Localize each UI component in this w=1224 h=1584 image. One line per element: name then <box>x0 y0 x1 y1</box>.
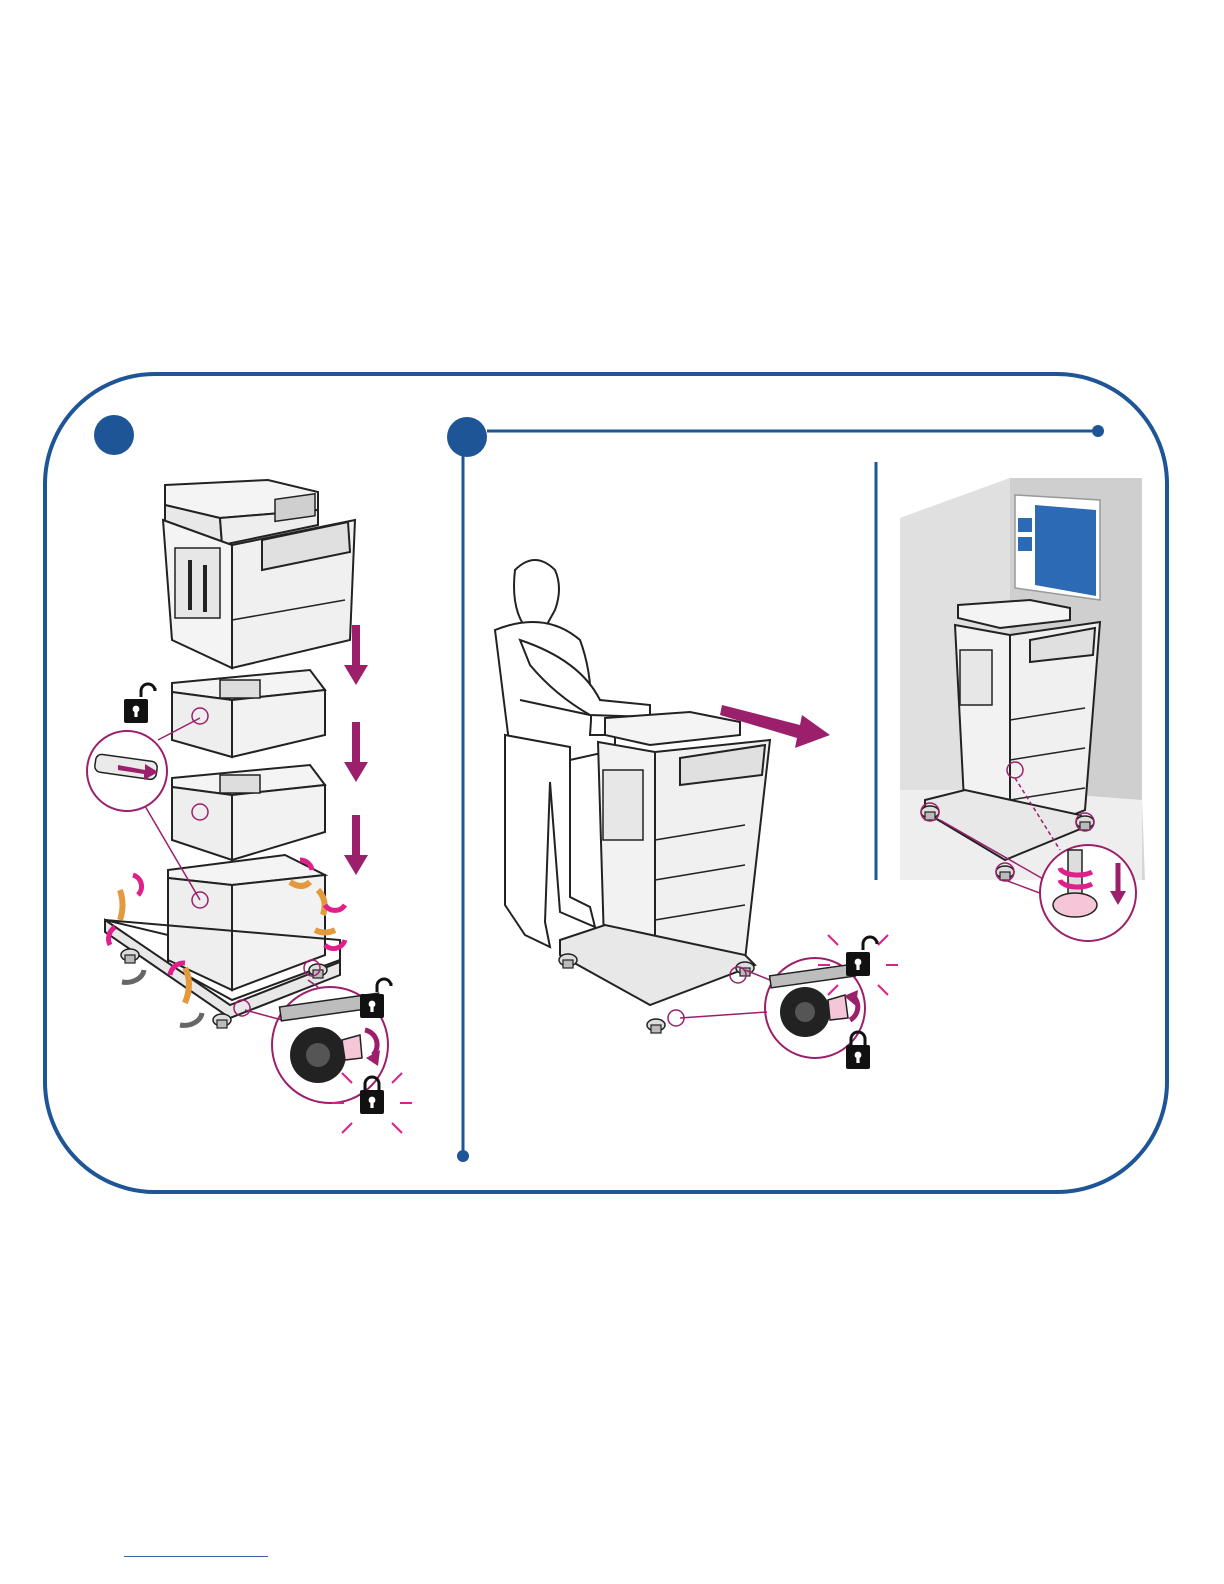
unlock-icon <box>360 979 391 1018</box>
unlock-icon <box>124 684 155 723</box>
down-arrow-icon <box>344 815 368 875</box>
printer-top <box>163 480 355 668</box>
tray-1 <box>172 670 325 757</box>
roll-illustration <box>495 560 898 1069</box>
stack-illustration <box>87 480 412 1133</box>
tray-2 <box>172 765 325 860</box>
wall-poster <box>1015 495 1100 600</box>
footnote-rule <box>124 1556 268 1557</box>
down-arrow-icon <box>344 722 368 782</box>
step-1-marker <box>94 415 134 455</box>
room-illustration <box>900 478 1145 941</box>
printer-on-cart <box>559 712 770 1033</box>
